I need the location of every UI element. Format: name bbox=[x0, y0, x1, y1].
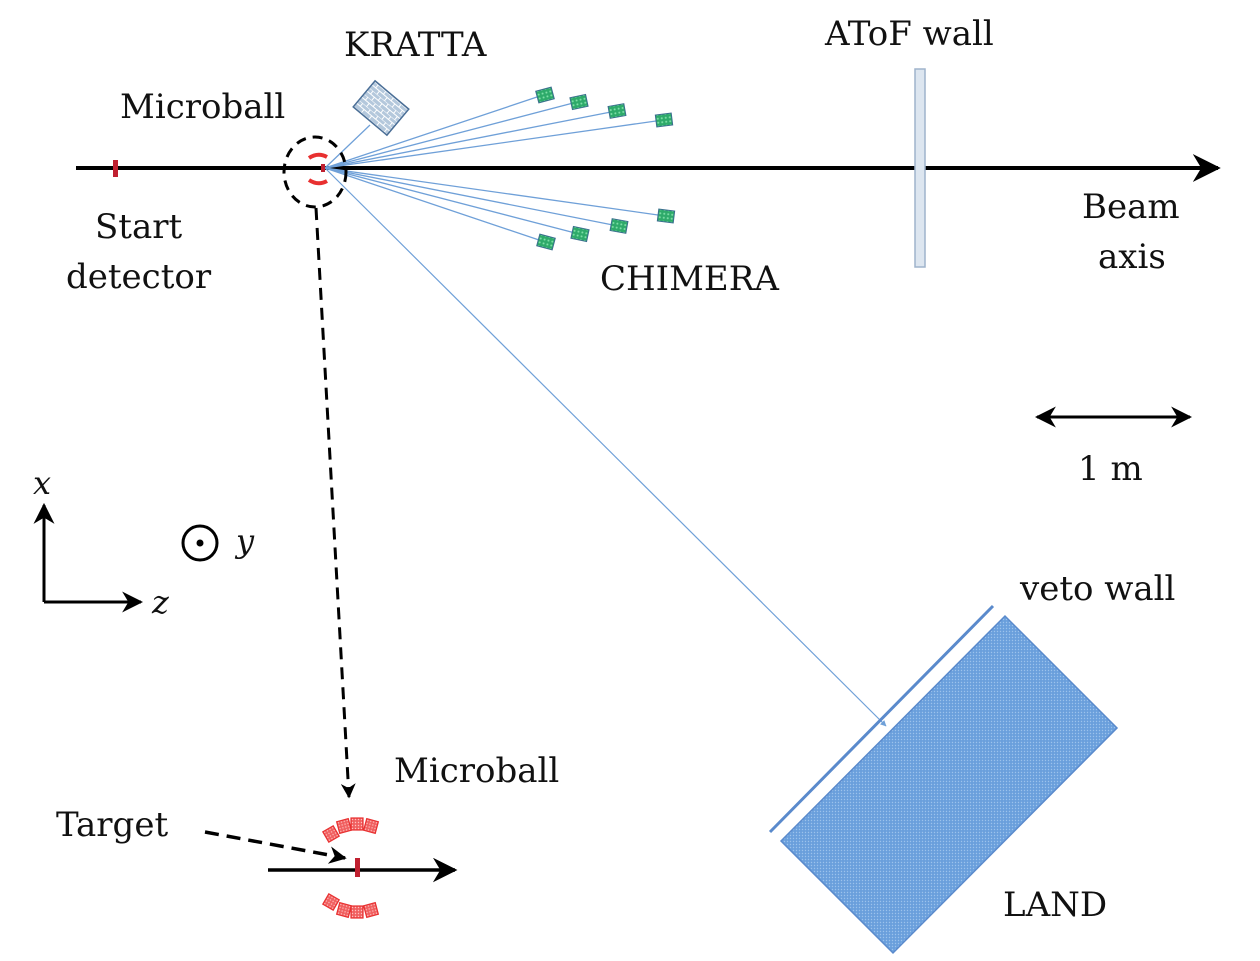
label-axis-x: x bbox=[33, 464, 51, 502]
zoom-dashed-line bbox=[314, 207, 356, 799]
label-start: Start bbox=[95, 207, 182, 247]
land-ray bbox=[324, 167, 887, 727]
microball-magnified-lower-ring bbox=[321, 892, 380, 919]
chimera-module bbox=[535, 86, 555, 104]
microball-zoom-circle bbox=[282, 135, 348, 209]
label-detector: detector bbox=[66, 257, 212, 297]
label-microball-bottom: Microball bbox=[394, 751, 559, 791]
chimera-rays bbox=[324, 94, 666, 243]
label-beam: Beam bbox=[1082, 187, 1180, 227]
kratta-detector bbox=[352, 79, 410, 137]
target-mark-magnified bbox=[355, 858, 360, 877]
label-land: LAND bbox=[1003, 885, 1107, 925]
label-axis: axis bbox=[1098, 237, 1166, 277]
start-detector-mark bbox=[113, 160, 118, 177]
label-microball-top: Microball bbox=[120, 87, 285, 127]
chimera-modules bbox=[535, 86, 676, 251]
label-kratta: KRATTA bbox=[344, 25, 487, 65]
chimera-module bbox=[654, 112, 674, 128]
land-detector bbox=[779, 614, 1119, 955]
label-target: Target bbox=[56, 805, 168, 845]
chimera-module bbox=[607, 103, 627, 119]
label-veto-wall: veto wall bbox=[1019, 569, 1175, 609]
label-atof-wall: AToF wall bbox=[824, 14, 994, 54]
target-mark-top bbox=[321, 164, 325, 172]
chimera-module bbox=[570, 225, 590, 243]
chimera-module bbox=[569, 93, 589, 111]
label-axis-z: z bbox=[151, 583, 170, 621]
axis-y-dot bbox=[196, 539, 204, 547]
chimera-module bbox=[536, 233, 556, 251]
label-scale: 1 m bbox=[1078, 449, 1143, 489]
chimera-module bbox=[609, 218, 629, 234]
atof-wall bbox=[914, 68, 926, 268]
microball-magnified-upper-ring bbox=[321, 817, 380, 844]
axis-y-out-of-page-icon bbox=[181, 524, 219, 562]
label-chimera: CHIMERA bbox=[600, 259, 779, 299]
microball-top-ring-upper bbox=[307, 152, 328, 160]
microball-top-ring-lower bbox=[307, 178, 328, 186]
target-dashed-pointer bbox=[204, 830, 347, 864]
chimera-module bbox=[656, 208, 676, 224]
label-axis-y: y bbox=[234, 522, 255, 560]
veto-wall bbox=[768, 604, 995, 834]
